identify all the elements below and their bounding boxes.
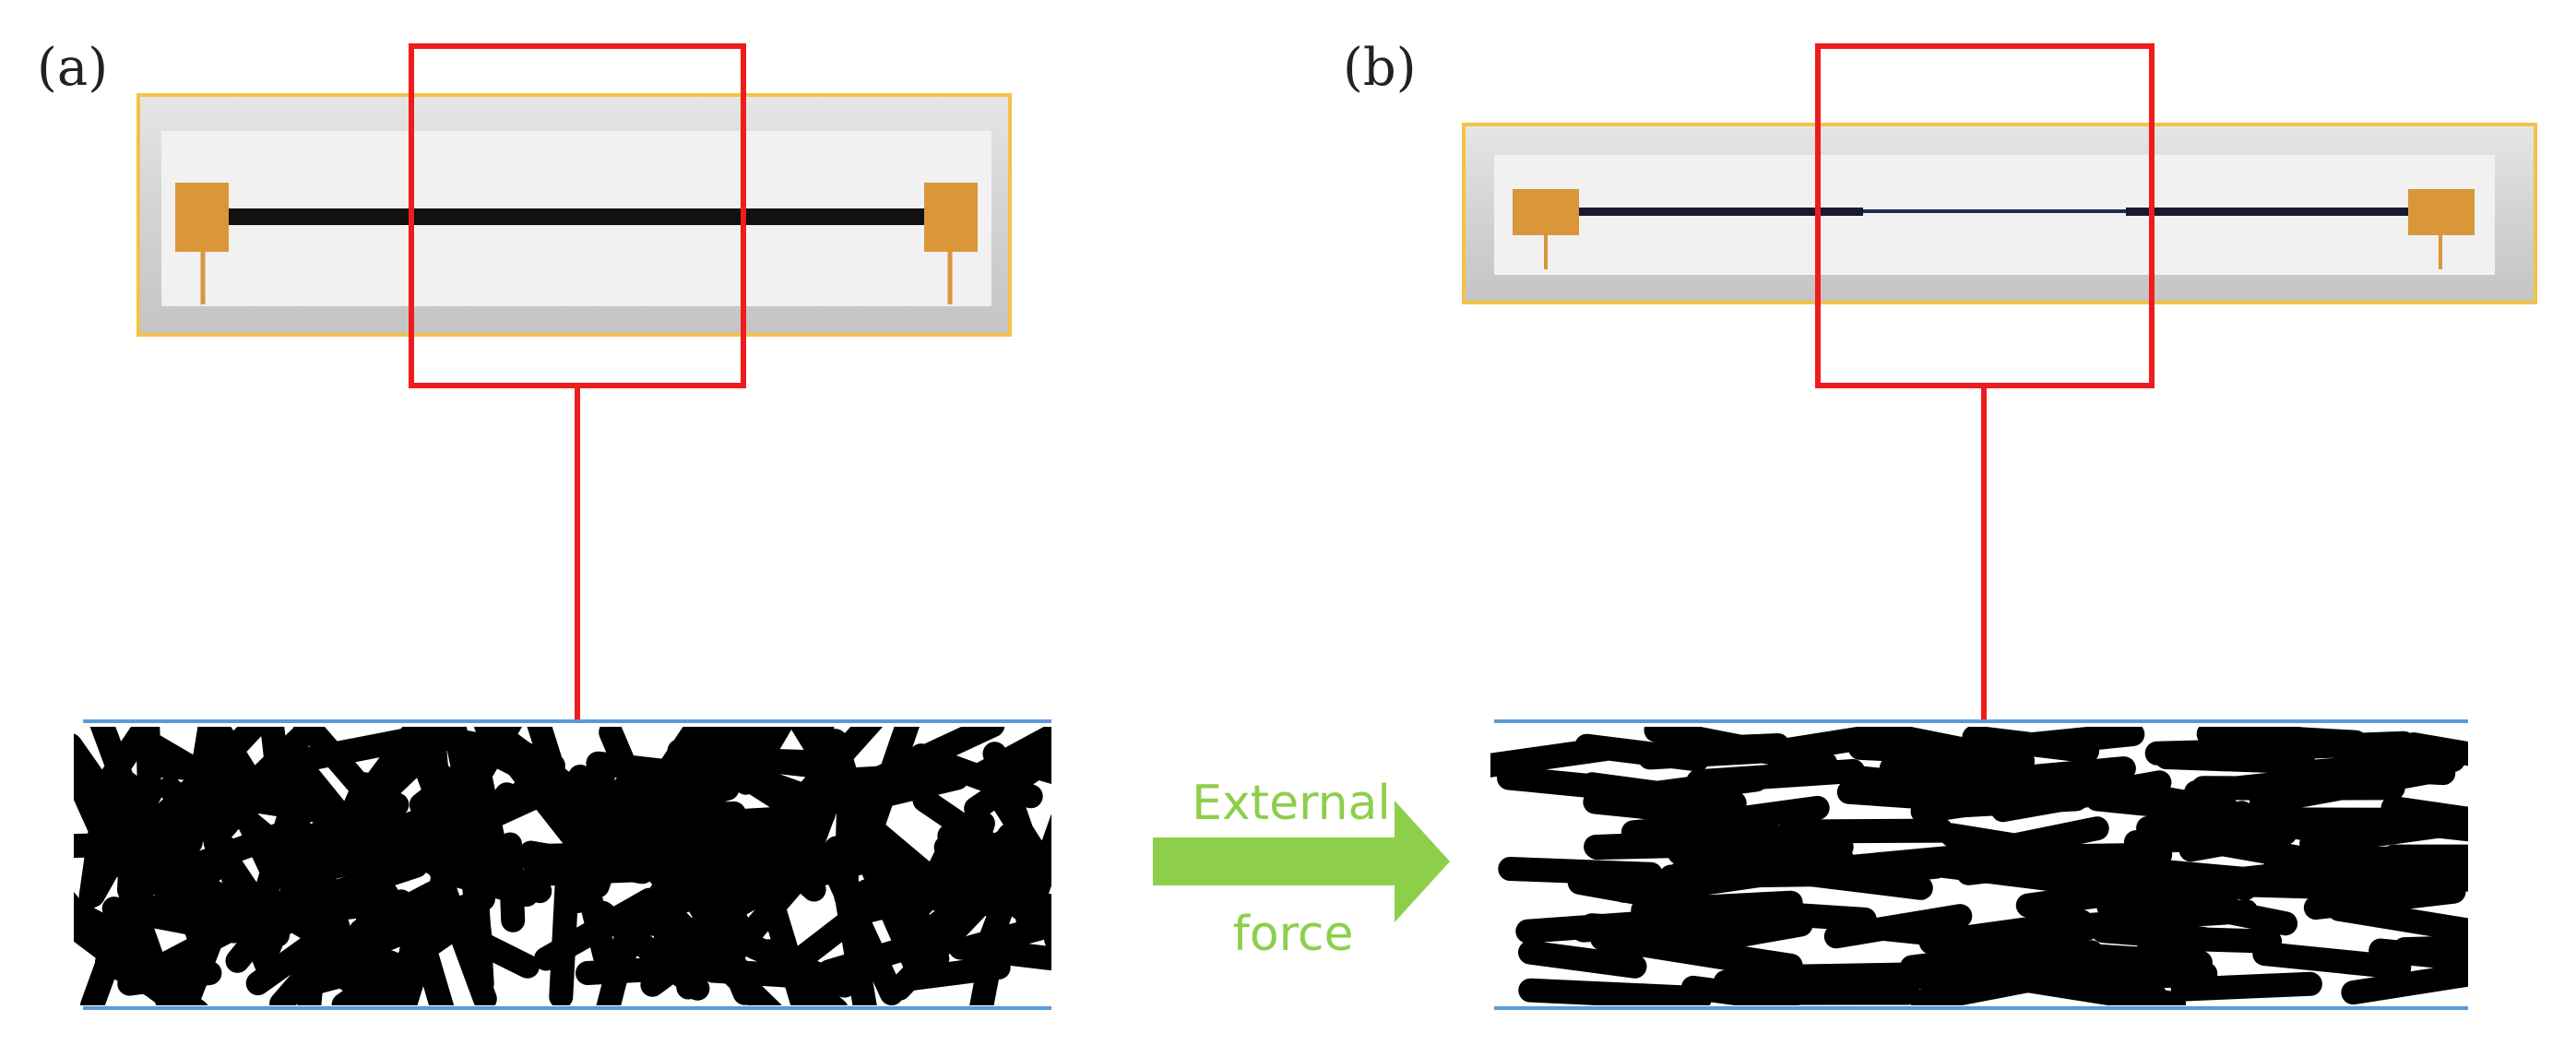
fiber — [974, 862, 1051, 929]
sensing-fiber-b-middle — [1863, 209, 2126, 213]
fiber — [662, 727, 761, 810]
fiber — [1044, 923, 1051, 951]
fiber — [1574, 733, 1710, 772]
fiber — [2344, 864, 2468, 892]
fiber — [964, 742, 1051, 821]
fiber — [1668, 847, 1855, 885]
external-force-arrow: External force — [1153, 776, 1450, 962]
fiber — [225, 861, 320, 973]
electrode-right-b — [2408, 189, 2475, 235]
fiber — [1918, 787, 2089, 820]
fiber — [129, 917, 182, 1005]
fiber — [676, 895, 733, 1000]
fiber — [1584, 829, 1733, 859]
panel-a: (a) — [37, 38, 1082, 1010]
fiber — [1681, 795, 1830, 837]
fiber — [2402, 732, 2468, 766]
fiber — [2341, 962, 2468, 1005]
fiber — [719, 747, 837, 775]
fiber — [1848, 766, 2016, 805]
fiber — [1068, 890, 1082, 963]
fiber — [267, 792, 410, 861]
fiber — [2084, 787, 2234, 824]
fiber — [89, 727, 138, 802]
fiber — [313, 838, 451, 864]
fiber — [2196, 727, 2368, 754]
fiber — [2133, 925, 2283, 954]
fiber — [2252, 942, 2412, 980]
electrode-right-a — [924, 183, 978, 252]
fiber — [652, 841, 694, 986]
fiber — [835, 889, 877, 1005]
fiber — [966, 727, 1051, 789]
fiber — [1583, 790, 1709, 825]
fiber — [440, 784, 549, 848]
fiber-network-random — [74, 727, 1082, 1005]
panel-b: (b) — [1343, 38, 2537, 1010]
fiber — [1833, 961, 2008, 990]
fiber — [2154, 745, 2316, 775]
fiber-network-aligned — [1490, 727, 2468, 1005]
fiber — [721, 800, 810, 874]
fiber — [1778, 818, 1954, 844]
arrow-label-force: force — [1233, 907, 1354, 962]
fiber — [860, 816, 964, 908]
right-arrow-icon — [1153, 801, 1450, 922]
fiber — [1518, 940, 1647, 979]
fiber — [1580, 913, 1727, 945]
panel-b-label: (b) — [1343, 38, 1417, 98]
fiber — [1910, 956, 2102, 1005]
electrode-left-b — [1513, 189, 1579, 235]
fiber — [747, 841, 904, 905]
fiber — [276, 905, 405, 992]
fiber — [1644, 727, 1838, 776]
arrow-label-external: External — [1192, 776, 1391, 831]
fiber — [433, 877, 497, 1005]
fiber — [80, 876, 148, 1005]
fiber — [203, 727, 268, 802]
fiber — [161, 849, 212, 952]
fiber — [2297, 846, 2442, 872]
fiber — [760, 890, 814, 1005]
fiber — [2392, 935, 2468, 962]
fiber — [78, 799, 115, 909]
fiber — [392, 896, 447, 1005]
fiber — [1680, 975, 1800, 1005]
fiber — [2203, 872, 2374, 900]
fiber — [1498, 857, 1663, 886]
sensor-device-a — [137, 93, 1012, 337]
fiber — [2015, 874, 2175, 918]
fiber — [2097, 899, 2259, 932]
sensor-device-b — [1462, 123, 2537, 304]
fiber — [862, 727, 1005, 792]
fiber — [1847, 735, 2005, 766]
fiber — [2184, 763, 2371, 805]
fiber — [2123, 825, 2249, 855]
fiber — [498, 832, 526, 932]
sensing-fiber-b-left — [1573, 208, 1863, 216]
fiber — [2213, 802, 2345, 846]
fiber — [1973, 837, 2130, 878]
fiber — [2170, 971, 2322, 1002]
fiber — [336, 727, 433, 832]
fiber — [2303, 879, 2466, 920]
film-aligned-b — [1490, 719, 2468, 1010]
fiber — [1580, 772, 1747, 815]
fiber — [132, 797, 244, 852]
fiber — [1962, 727, 2100, 764]
fiber — [1518, 978, 1713, 1005]
panel-a-label: (a) — [37, 38, 108, 98]
electrode-left-a — [175, 183, 229, 252]
film-random-a — [74, 719, 1082, 1010]
fiber — [1879, 756, 2042, 788]
sensing-fiber-a — [226, 208, 927, 225]
fiber — [2390, 810, 2468, 842]
fiber — [1870, 916, 2069, 959]
sensing-fiber-b-right — [2126, 208, 2412, 216]
fiber — [1567, 870, 1715, 917]
fiber — [1590, 926, 1755, 973]
fiber — [573, 754, 617, 900]
